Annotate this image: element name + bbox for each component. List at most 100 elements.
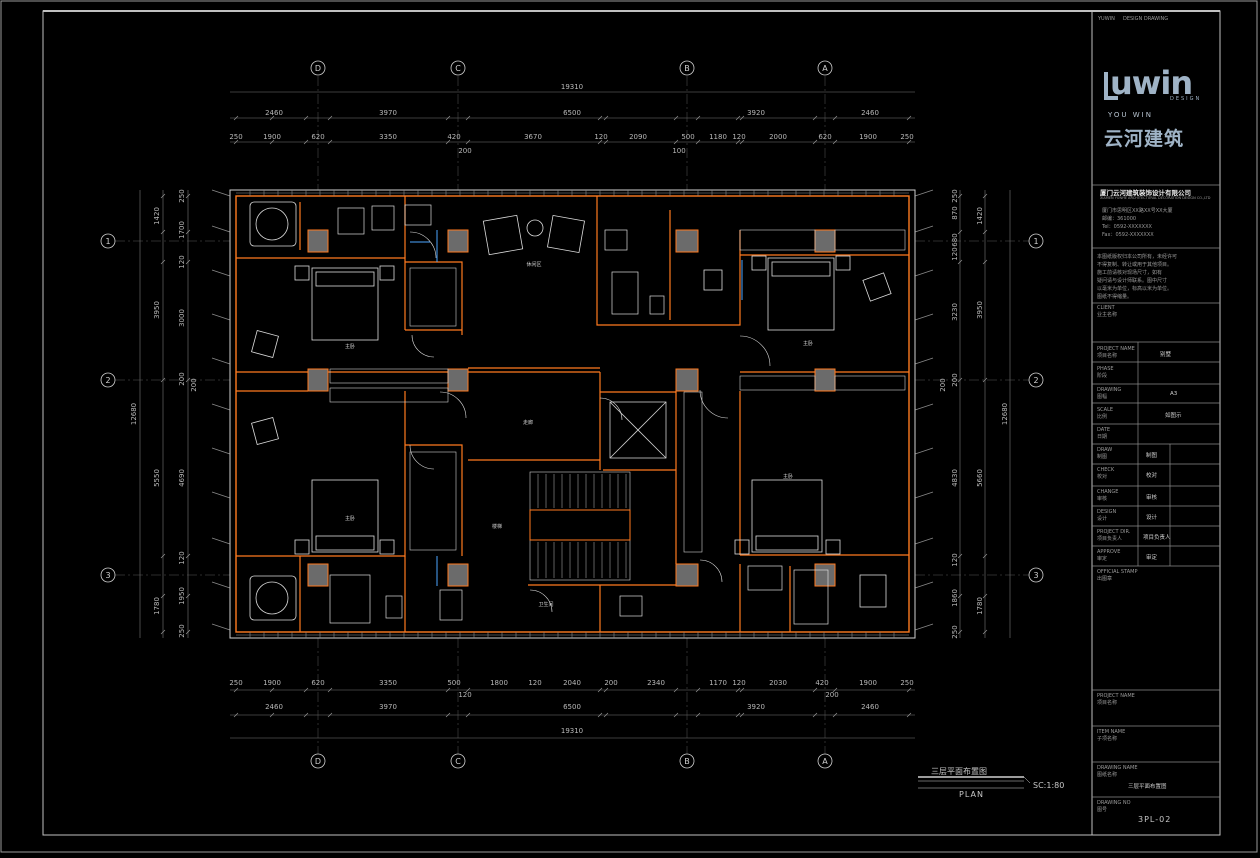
axis-label-c-bottom: C [455,757,461,766]
row-label-cn: 制图 [1097,454,1108,460]
row-value: 审定 [1146,555,1158,561]
dim-tick [982,629,988,635]
dim-tick [982,377,988,383]
dim-tick [327,687,333,693]
dim-left-major: 1780 [153,597,161,615]
dim-right-minor: 3230 [951,303,959,321]
dims-bottom: 250 1900 620 3350 500 1800 120 2040 200 … [229,679,913,735]
row-value: 校对 [1146,473,1158,479]
dim-bottom-minor: 120 [732,679,745,687]
staircase [529,471,631,581]
dim-right-major: 5660 [976,469,984,487]
dim-right-minor: 870 [951,206,959,219]
row-label-en: PROJECT NAME [1097,346,1135,352]
dim-tick [303,139,309,145]
axis-label-c-top: C [455,64,461,73]
row-client-cn: 业主名称 [1097,312,1118,318]
dim-tick [739,139,745,145]
dim-tick [445,139,451,145]
address-line: Tel：0592-XXXXXXX [1102,224,1152,230]
dim-tick [735,139,741,145]
dim-tick [465,687,471,693]
dim-tick [673,139,679,145]
dim-tick [327,139,333,145]
room-label-bedroom-nw: 主卧 [345,343,355,350]
plan-scale: SC:1:80 [1033,781,1065,790]
dim-tick [597,139,603,145]
dim-tick [982,593,988,599]
drawing-name-en: DRAWING NAME [1097,765,1138,771]
bath-fixtures [329,204,829,625]
sheet-header-code: YUWIN [1098,16,1115,22]
dim-tick [735,115,741,121]
axis-label-a-top: A [822,64,828,73]
dim-bottom-minor: 620 [311,679,324,687]
dim-tick [832,139,838,145]
dim-top-minor: 420 [447,133,460,141]
axis-label-b-top: B [684,64,690,73]
note-line: 图纸不得缩量。 [1097,294,1133,300]
note-line: 本图纸版权归本公司所有，未经许可 [1097,254,1178,260]
dim-left-minor: 3000 [178,309,186,327]
dim-tick [982,193,988,199]
dim-bottom-major: 3920 [747,703,765,711]
address-line: 厦门市思明区XX路XX号XX大厦 [1102,208,1173,214]
dim-top-minor: 3350 [379,133,397,141]
row-label-cn: 审核 [1097,496,1108,502]
bed-ne [767,257,835,331]
dim-top-minor: 1900 [859,133,877,141]
dim-tick [233,687,239,693]
row-label-en: CHANGE [1097,489,1119,495]
row-label-cn: 图幅 [1097,394,1108,400]
dim-tick [597,115,603,121]
dim-tick [739,115,745,121]
row-label-cn: 阶段 [1097,373,1108,379]
dim-tick [832,115,838,121]
axis-label-1-right: 1 [1033,237,1038,246]
drawing-no-cn: 图号 [1097,807,1108,813]
dim-top-overall: 19310 [561,83,583,91]
dim-top-major: 2460 [265,109,283,117]
dimension-ticks [160,115,988,718]
drawing-number: 3PL-02 [1138,815,1172,824]
axis-lines [115,76,1030,754]
dim-top-minor: 250 [229,133,242,141]
room-label-bedroom-se: 主卧 [783,473,793,480]
drawing-name-value: 三层平面布置图 [1128,784,1167,790]
dim-bottom-minor: 2340 [647,679,665,687]
dim-left-minor: 250 [178,624,186,637]
dim-bottom-sub: 120 [458,691,471,699]
dim-right-major: 1780 [976,597,984,615]
dim-tick [465,712,471,718]
plan-subtitle: PLAN [959,790,984,799]
dim-right-minor: 250 [951,189,959,202]
dim-top-minor: 3670 [524,133,542,141]
dim-tick [269,712,275,718]
dim-top-minor: 1900 [263,133,281,141]
dim-tick [185,629,191,635]
logo-tagline: YOU WIN [1108,111,1153,119]
row-label-en: OFFICIAL STAMP [1097,569,1138,575]
dim-tick [832,712,838,718]
dim-tick [233,712,239,718]
dim-tick [982,553,988,559]
company-name: 厦门云河建筑装饰设计有限公司 [1100,189,1191,197]
room-label-bath: 卫生间 [538,601,553,608]
dim-tick [303,115,309,121]
bed-nw [311,267,379,341]
axis-label-2-left: 2 [105,376,110,385]
company-name-en: XIAMEN YUNHE ARCHITECTURAL DECORATION DE… [1100,196,1211,200]
dim-right-minor: 120 [951,247,959,260]
dim-tick [160,553,166,559]
dim-left-minor: 250 [178,189,186,202]
logo-sub-text: DESIGN [1170,96,1202,102]
dim-bottom-minor: 2040 [563,679,581,687]
room-label-stair: 楼梯 [492,523,502,530]
drawing-name-cn: 图纸名称 [1097,772,1118,778]
dim-tick [957,629,963,635]
dim-right-overall: 12680 [1001,403,1009,425]
dim-right-minor: 120 [951,553,959,566]
dim-tick [906,712,912,718]
dim-bottom-minor: 2030 [769,679,787,687]
